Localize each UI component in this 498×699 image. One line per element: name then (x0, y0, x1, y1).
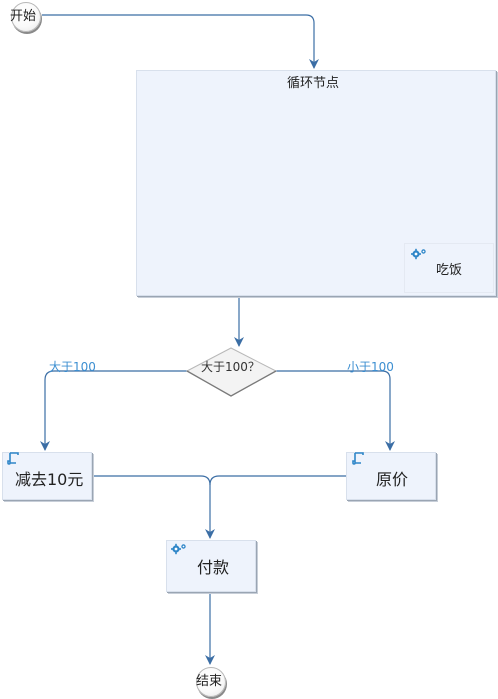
edge-discount-to-payment[interactable] (92, 475, 215, 539)
discount-node[interactable] (2, 452, 92, 500)
edge-label-less: 小于100 (347, 360, 394, 374)
loop-title: 循环节点 (287, 76, 340, 91)
loop-node[interactable] (136, 70, 496, 296)
edge-original-to-payment[interactable] (209, 475, 346, 486)
start-node[interactable] (11, 2, 41, 32)
edge-decision-to-original[interactable] (276, 370, 395, 451)
payment-node[interactable] (166, 540, 256, 592)
end-label: 结束 (196, 674, 223, 689)
start-label: 开始 (10, 9, 37, 24)
script-icon (352, 452, 364, 465)
edge-decision-to-discount[interactable] (40, 370, 187, 451)
payment-label: 付款 (197, 558, 230, 577)
discount-label: 减去10元 (15, 470, 84, 489)
decision-node[interactable] (185, 347, 278, 397)
gear-icon (171, 543, 186, 555)
end-node[interactable] (196, 667, 226, 697)
original-price-node[interactable] (346, 452, 436, 500)
script-icon (7, 452, 19, 465)
decision-label: 大于100？ (201, 360, 260, 374)
gear-icon (411, 248, 426, 260)
task-eat-label: 吃饭 (436, 263, 463, 278)
original-price-label: 原价 (376, 470, 409, 489)
edge-start-to-loop[interactable] (42, 14, 319, 69)
task-eat-node[interactable] (404, 243, 494, 293)
edge-label-greater: 大于100 (49, 360, 96, 374)
